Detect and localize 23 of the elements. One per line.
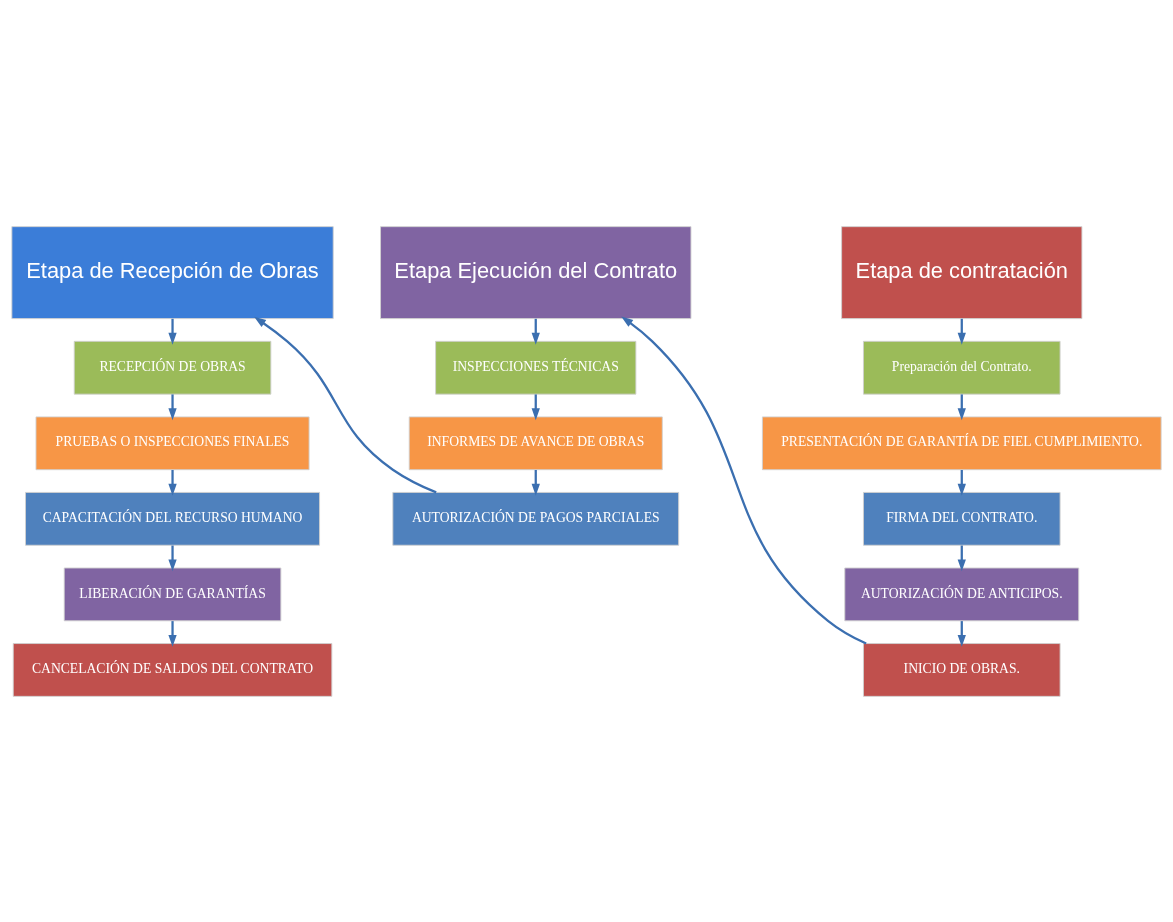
node-box: INICIO DE OBRAS. (863, 642, 1061, 697)
arrow (621, 316, 867, 645)
node-box: AUTORIZACIÓN DE ANTICIPOS. (844, 567, 1080, 621)
node-box: PRESENTACIÓN DE GARANTÍA DE FIEL CUMPLIMIENTO. (761, 415, 1162, 470)
arrow (254, 316, 437, 493)
arrow (168, 545, 177, 571)
node-box: Etapa de Recepción de Obras (11, 225, 334, 319)
node-box: Etapa Ejecución del Contrato (380, 225, 692, 319)
node-box: RECEPCIÓN DE OBRAS (73, 340, 272, 395)
node-box: AUTORIZACIÓN DE PAGOS PARCIALES (392, 491, 680, 546)
node-box: Preparación del Contrato. (863, 340, 1061, 395)
node-box: INSPECCIONES TÉCNICAS (435, 340, 637, 395)
arrow (168, 393, 177, 420)
node-box: FIRMA DEL CONTRATO. (863, 491, 1061, 546)
node-box: PRUEBAS O INSPECCIONES FINALES (35, 415, 310, 470)
arrow (168, 318, 177, 345)
arrow (168, 620, 177, 647)
node-box: Etapa de contratación (841, 225, 1083, 319)
node-box: INFORMES DE AVANCE DE OBRAS (408, 415, 663, 470)
arrow (168, 469, 177, 496)
node-box: LIBERACIÓN DE GARANTÍAS (63, 567, 282, 621)
node-box: CANCELACIÓN DE SALDOS DEL CONTRATO (12, 642, 333, 697)
node-box: CAPACITACIÓN DEL RECURSO HUMANO (25, 491, 320, 546)
